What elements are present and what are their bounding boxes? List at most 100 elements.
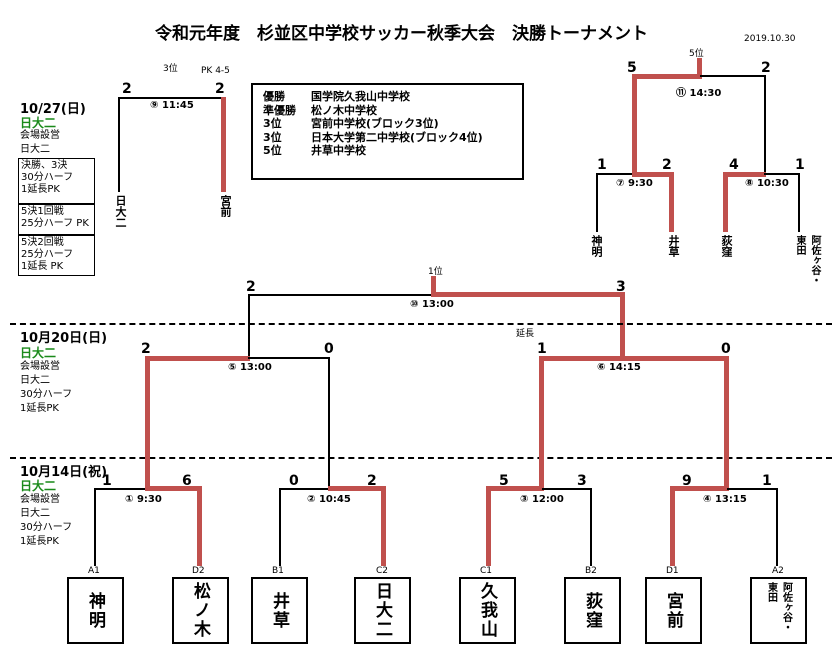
- match11-left-score: 5: [627, 60, 637, 76]
- team-box-miyamae: 宮前: [645, 577, 702, 644]
- team-name: 松ノ木: [190, 582, 210, 639]
- match9-left-team: 日大二: [114, 195, 127, 228]
- slot-label: C2: [376, 566, 389, 576]
- match9-rank: 3位: [163, 64, 178, 74]
- team-box-ogikubo: 荻窪: [564, 577, 621, 644]
- match6-overtime: 延長: [516, 329, 535, 339]
- match11-bar-left: [632, 74, 702, 79]
- fifth-rank: 5位: [689, 49, 704, 59]
- match1-label: ① 9:30: [125, 494, 162, 505]
- day1-info-2: 日大二: [20, 508, 50, 519]
- day1-info-3: 30分ハーフ: [20, 522, 73, 533]
- match3-bar-right: [542, 488, 592, 490]
- day1-info-4: 1延長PK: [20, 536, 59, 547]
- match7-left-team: 神明: [590, 235, 603, 257]
- result-row-third-1: 3位宮前中学校(ブロック3位): [263, 117, 439, 130]
- team-name: 阿佐ヶ谷・東田: [765, 581, 792, 632]
- slot-label: A1: [88, 566, 100, 576]
- match3-bar-left: [486, 486, 544, 491]
- match9-left-score: 2: [122, 81, 132, 97]
- slot-label: D1: [666, 566, 679, 576]
- match8-label: ⑧ 10:30: [745, 178, 789, 189]
- match11-left-branch: [632, 74, 637, 176]
- match1-bar-right: [145, 486, 202, 491]
- match7-left-score: 1: [597, 157, 607, 173]
- match3-right-branch: [590, 488, 592, 566]
- match7-label: ⑦ 9:30: [616, 178, 653, 189]
- team-box-asagaya-higashida: 阿佐ヶ谷・東田: [750, 577, 807, 644]
- final-bar-left: [248, 294, 433, 296]
- match8-left-team: 荻窪: [720, 235, 733, 257]
- match11-right-score: 2: [761, 60, 771, 76]
- day2-venue: 日大二: [20, 346, 57, 360]
- match1-left-branch: [94, 488, 96, 566]
- match8-left-score: 4: [729, 157, 739, 173]
- match9-pk: PK 4-5: [201, 66, 230, 76]
- match7-right-score: 2: [662, 157, 672, 173]
- match4-left-score: 9: [682, 473, 692, 489]
- final-right-branch: [620, 292, 625, 359]
- match3-left-score: 5: [499, 473, 509, 489]
- result-row-champion: 優勝国学院久我山中学校: [263, 90, 410, 103]
- match5-left-branch: [145, 356, 150, 490]
- match2-label: ② 10:45: [307, 494, 351, 505]
- match2-right-score: 2: [367, 473, 377, 489]
- slot-label: D2: [192, 566, 205, 576]
- day1-venue: 日大二: [20, 479, 57, 493]
- match1-right-score: 6: [182, 473, 192, 489]
- day3-date: 10/27(日): [20, 102, 86, 117]
- match2-left-score: 0: [289, 473, 299, 489]
- match7-right-team: 井草: [667, 235, 680, 257]
- match9-label: ⑨ 11:45: [150, 100, 194, 111]
- match3-right-score: 3: [577, 473, 587, 489]
- day2-info-2: 日大二: [20, 375, 50, 386]
- date-separator-2: [10, 457, 832, 459]
- match6-right-branch: [724, 356, 729, 490]
- final-rank: 1位: [428, 267, 443, 277]
- match5-right-score: 0: [324, 341, 334, 357]
- match3-left-branch: [486, 486, 491, 566]
- team-name: 井草: [269, 591, 289, 630]
- final-winner-stem: [431, 276, 436, 296]
- match5-bar-left: [145, 356, 250, 361]
- match9-bar: [118, 97, 226, 99]
- match7-right-branch: [669, 172, 674, 232]
- match7-bar-right: [632, 172, 674, 177]
- team-box-shinmei: 神明: [67, 577, 124, 644]
- team-name: 荻窪: [582, 591, 602, 630]
- team-name: 宮前: [663, 591, 683, 630]
- match8-right-team: 阿佐ヶ谷・東田: [794, 235, 820, 285]
- team-box-kugayama: 久我山: [459, 577, 516, 644]
- match4-right-score: 1: [762, 473, 772, 489]
- match1-bar-left: [94, 488, 149, 490]
- final-left-score: 2: [246, 279, 256, 295]
- match9-left-branch: [118, 97, 120, 192]
- team-box-nichidai2: 日大二: [354, 577, 411, 644]
- match4-left-branch: [670, 486, 675, 566]
- match6-bar-left: [539, 356, 625, 361]
- day1-date: 10月14日(祝): [20, 465, 108, 480]
- final-right-score: 3: [616, 279, 626, 295]
- match2-bar-left: [279, 488, 330, 490]
- slot-label: B2: [585, 566, 597, 576]
- match5-right-branch: [328, 357, 330, 489]
- match11-winner-stem: [697, 58, 702, 77]
- match5-left-score: 2: [141, 341, 151, 357]
- final-bar-right: [431, 292, 625, 297]
- team-name: 神明: [85, 591, 105, 630]
- match11-right-branch: [764, 75, 766, 176]
- day1-info-1: 会場設営: [20, 494, 60, 505]
- day2-date: 10月20日(日): [20, 331, 108, 346]
- match6-right-score: 0: [721, 341, 731, 357]
- day3-host: 会場設営: [20, 130, 60, 141]
- result-row-runner-up: 準優勝松ノ木中学校: [263, 103, 377, 117]
- slot-label: C1: [480, 566, 493, 576]
- match8-bar-left: [723, 172, 766, 177]
- day3-host-school: 日大二: [20, 144, 50, 155]
- match8-right-score: 1: [795, 157, 805, 173]
- match1-left-score: 1: [102, 473, 112, 489]
- match5-label: ⑤ 13:00: [228, 362, 272, 373]
- match6-bar-right: [620, 356, 729, 361]
